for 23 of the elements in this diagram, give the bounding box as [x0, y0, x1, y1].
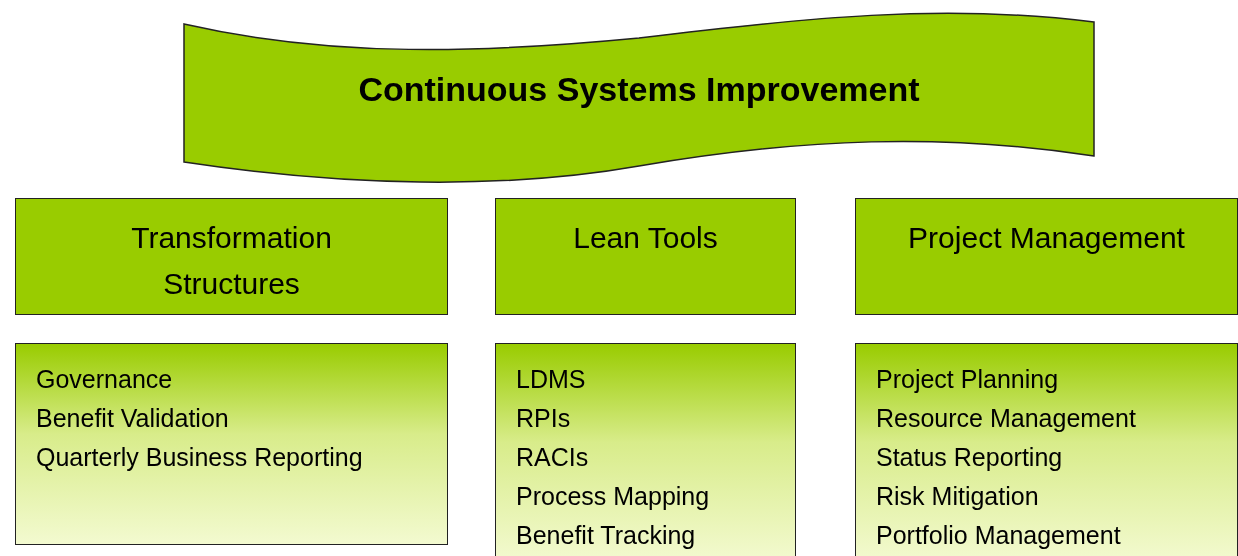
list-item: LDMS — [516, 364, 586, 395]
list-item: RACIs — [516, 442, 589, 473]
category-box — [495, 198, 796, 315]
heading: Project Management — [908, 220, 1185, 256]
heading: Transformation Structures — [130, 220, 333, 302]
list-item: Status Reporting — [876, 442, 1063, 473]
list-item: RPIs — [516, 403, 571, 434]
list-item: Project Planning — [876, 364, 1059, 395]
heading: Continuous Systems Improvement — [357, 70, 921, 109]
list-item: Risk Mitigation — [876, 481, 1039, 512]
list-item: Governance — [36, 364, 173, 395]
category-box — [855, 198, 1238, 315]
heading: Lean Tools — [573, 220, 718, 256]
list-item: Benefit Validation — [36, 403, 229, 434]
list-item: Quarterly Business Reporting — [36, 442, 363, 473]
list-item: Portfolio Management — [876, 520, 1121, 551]
list-box — [15, 343, 448, 545]
list-item: Resource Management — [876, 403, 1136, 434]
category-box — [15, 198, 448, 315]
list-item: Benefit Tracking — [516, 520, 696, 551]
list-box — [495, 343, 796, 556]
list-item: Process Mapping — [516, 481, 710, 512]
list-box — [855, 343, 1238, 556]
